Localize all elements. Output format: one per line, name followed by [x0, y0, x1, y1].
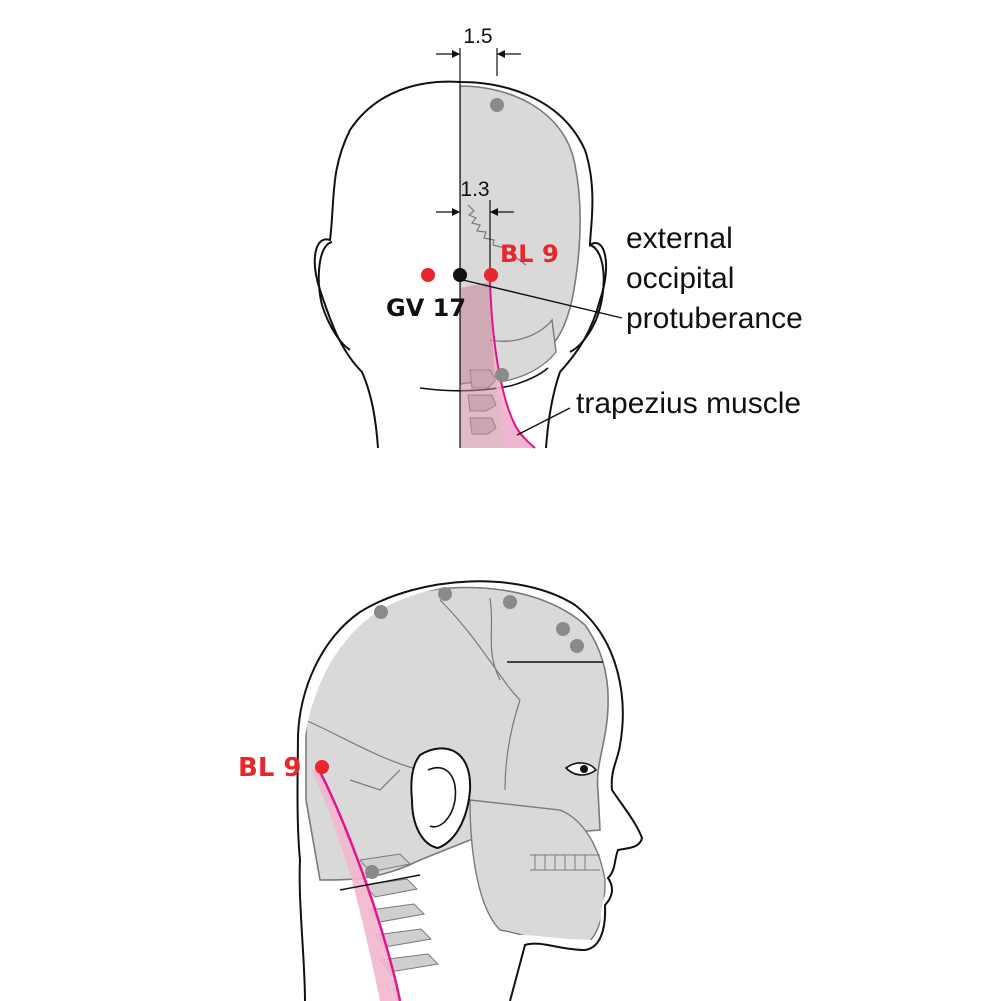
eop-label-line2: occipital: [626, 262, 734, 295]
measure-mid-label: 1.3: [460, 178, 489, 201]
side-ear: [410, 747, 472, 850]
red-dot-icon: [315, 760, 329, 774]
back-jaw: [489, 318, 557, 383]
measure-top: [436, 48, 521, 76]
trapezius-callout-line: [516, 407, 571, 436]
grey-dot-icon: [503, 595, 517, 609]
red-dot-icon: [421, 268, 435, 282]
side-cervical-spine: [359, 853, 440, 973]
side-trapezius-muscle: [312, 768, 400, 1001]
back-bl9-label: BL 9: [500, 240, 559, 268]
side-trapezius-edge: [316, 767, 402, 1001]
back-right-ear: [569, 244, 605, 353]
grey-dot-icon: [570, 639, 584, 653]
black-dot-icon: [453, 268, 467, 282]
side-neck-line: [339, 874, 421, 891]
back-left-ear: [317, 241, 351, 351]
measure-top-label: 1.5: [463, 25, 492, 48]
back-gv17-label: GV 17: [386, 294, 466, 322]
side-sutures: [304, 597, 521, 791]
back-trapezius-lateral: [490, 282, 535, 448]
trapezius-label: trapezius muscle: [576, 387, 801, 420]
grey-dot-icon: [556, 622, 570, 636]
grey-dot-icon: [490, 98, 504, 112]
grey-dot-icon: [495, 368, 509, 382]
measure-mid: [436, 200, 514, 274]
grey-dot-icon: [365, 865, 379, 879]
back-view: 1.5 1.3 BL 9 GV 17 external occipital pr…: [313, 25, 803, 449]
red-dot-icon: [484, 268, 498, 282]
eop-callout-line: [462, 279, 623, 319]
back-trapezius-muscle: [460, 282, 535, 448]
grey-dot-icon: [438, 587, 452, 601]
side-ear-inner: [427, 766, 457, 828]
eop-label: external occipital protuberance: [626, 222, 803, 335]
side-view: BL 9: [238, 580, 644, 1001]
back-trapezius-edge: [489, 281, 536, 449]
side-pupil: [580, 765, 588, 773]
grey-dot-icon: [374, 605, 388, 619]
eop-label-line3: protuberance: [626, 302, 803, 335]
eop-label-line1: external: [626, 222, 733, 255]
side-teeth: [530, 854, 600, 871]
back-occiput-line: [419, 367, 549, 392]
back-suture: [467, 204, 527, 266]
side-bl9-label: BL 9: [238, 753, 302, 783]
